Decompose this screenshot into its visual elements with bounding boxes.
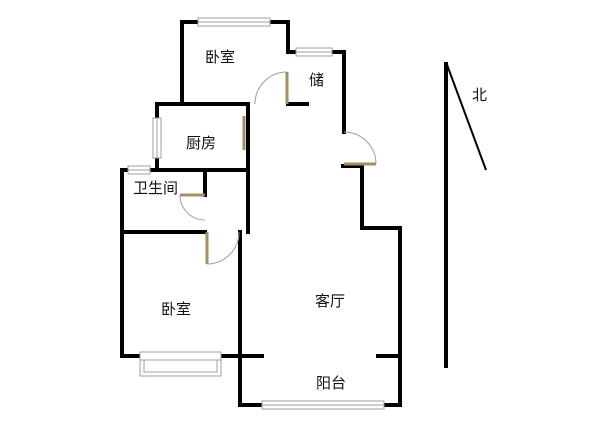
room-label-balcony: 阳台 (316, 374, 346, 392)
room-labels: 卧室 储 厨房 卫生间 卧室 客厅 阳台 (133, 48, 346, 392)
window-balcony (261, 400, 385, 410)
window-bathroom (127, 165, 151, 175)
north-arrow-head (445, 61, 487, 171)
window-kitchen (152, 117, 162, 159)
room-label-bedroom-north: 卧室 (205, 48, 235, 66)
window-storage (295, 47, 333, 57)
door-bathroom (179, 193, 206, 221)
window-bedroom-south-bay (139, 351, 222, 377)
room-label-bedroom-south: 卧室 (161, 300, 191, 318)
door-bedroom-north (254, 71, 289, 105)
north-arrow: 北 (444, 61, 487, 368)
north-label: 北 (472, 86, 487, 104)
door-entrance (343, 131, 377, 166)
room-label-kitchen: 厨房 (186, 134, 216, 152)
room-label-storage: 储 (309, 71, 324, 89)
window-bedroom-north (197, 17, 271, 27)
doors (179, 71, 377, 265)
windows (127, 17, 385, 410)
door-bedroom-south (205, 231, 240, 265)
room-label-bathroom: 卫生间 (133, 179, 178, 197)
room-label-living-room: 客厅 (315, 292, 345, 310)
